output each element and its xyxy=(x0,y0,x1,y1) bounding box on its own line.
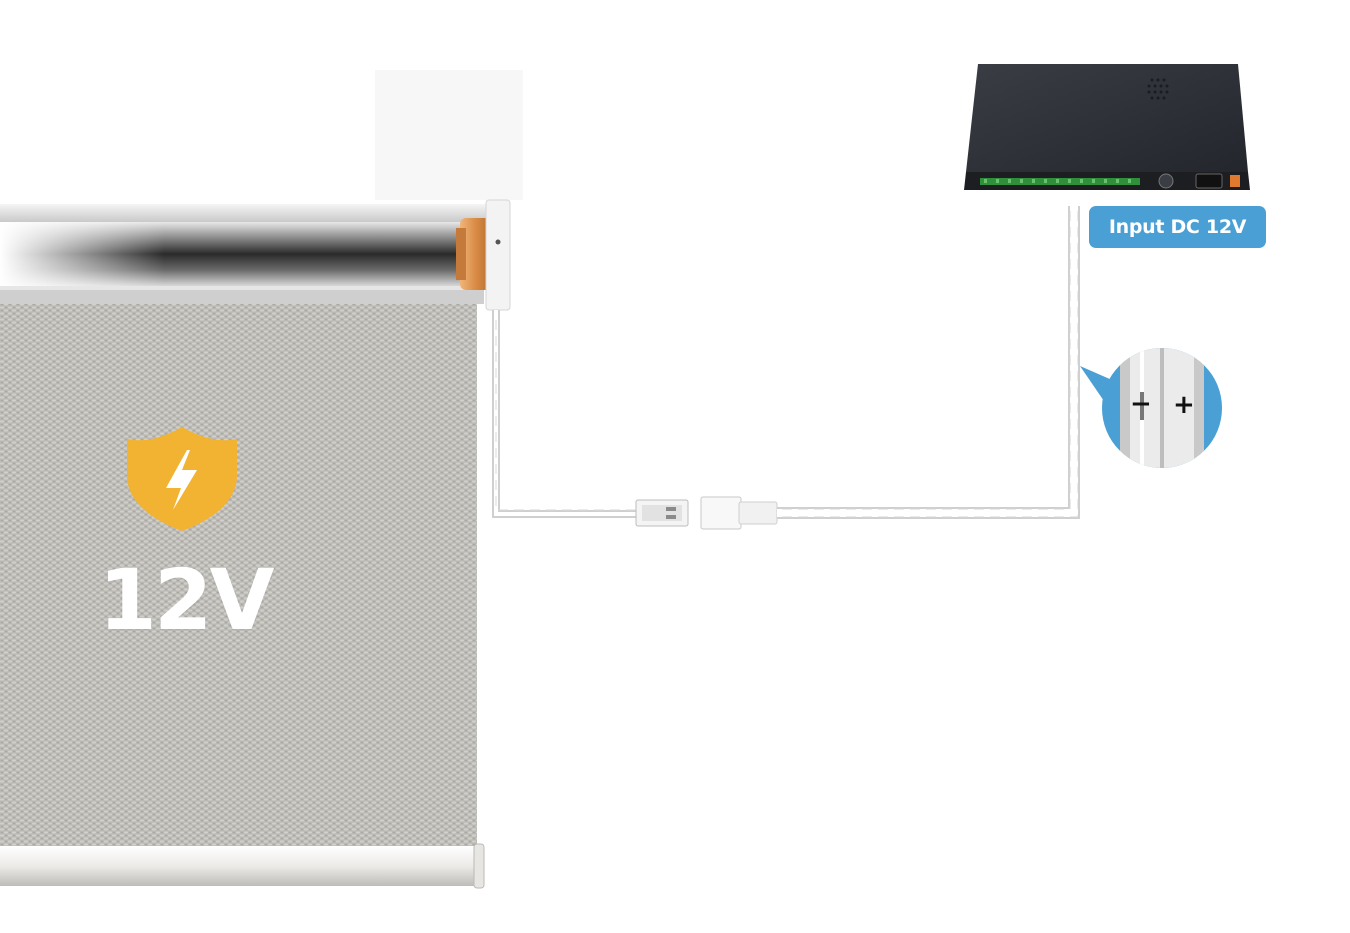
shade-fabric xyxy=(0,304,477,850)
motor-cable xyxy=(492,310,640,518)
connector-female xyxy=(700,496,778,530)
roller-assembly xyxy=(0,199,511,311)
negative-sign: − xyxy=(1130,389,1152,419)
power-cable xyxy=(777,206,1080,519)
fabric-roll-top xyxy=(0,286,484,304)
bracket-shadow xyxy=(375,70,523,200)
polarity-callout xyxy=(1080,348,1222,468)
shield-bolt-icon xyxy=(127,427,237,531)
top-rail xyxy=(0,204,492,222)
positive-sign: + xyxy=(1173,390,1195,420)
connector-male xyxy=(635,499,689,527)
power-supply-unit xyxy=(964,64,1250,190)
end-bracket xyxy=(485,199,511,311)
motor-head xyxy=(460,218,492,290)
voltage-label: 12V xyxy=(98,551,275,649)
input-voltage-badge: Input DC 12V xyxy=(1089,206,1266,248)
bottom-bar xyxy=(0,843,485,889)
